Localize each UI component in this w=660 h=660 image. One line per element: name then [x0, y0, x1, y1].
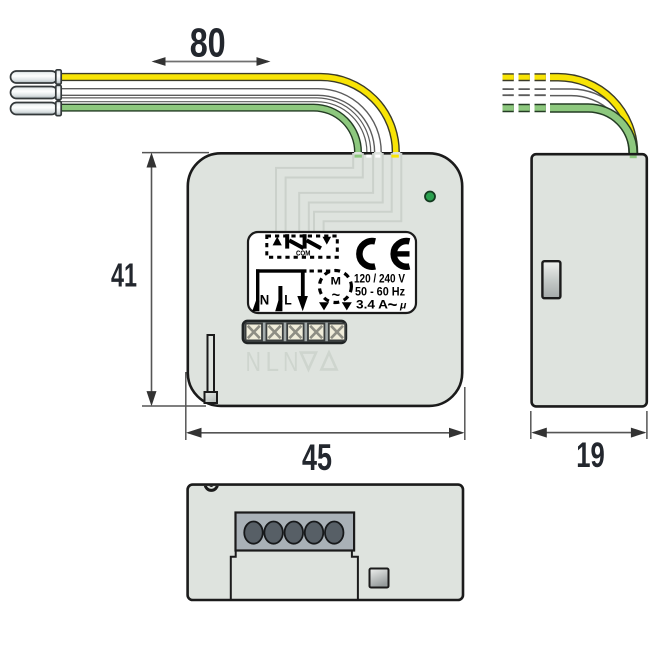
svg-text:M: M [331, 275, 342, 287]
svg-text:120 / 240 V: 120 / 240 V [354, 273, 405, 286]
svg-text:80: 80 [190, 19, 226, 65]
svg-text:L: L [266, 346, 280, 377]
svg-text:19: 19 [576, 435, 605, 475]
svg-text:COM: COM [296, 249, 311, 258]
svg-text:N: N [283, 346, 299, 377]
svg-text:41: 41 [111, 256, 137, 293]
svg-text:3.4 A: 3.4 A [356, 298, 389, 311]
svg-text:μ: μ [399, 299, 407, 311]
svg-text:N: N [246, 346, 262, 377]
svg-text:N: N [260, 291, 270, 307]
svg-text:~: ~ [332, 288, 340, 304]
svg-text:50 - 60 Hz: 50 - 60 Hz [355, 286, 405, 299]
svg-text:~: ~ [388, 295, 398, 314]
svg-text:45: 45 [302, 437, 332, 478]
svg-text:L: L [284, 292, 292, 307]
